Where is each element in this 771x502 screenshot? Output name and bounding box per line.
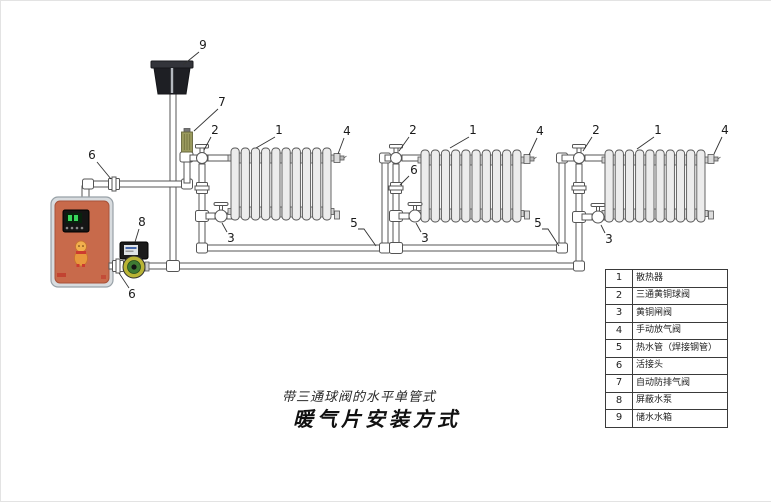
- radiator2-riser-pipe: [381, 160, 389, 249]
- callout-r1-radiator: 1: [275, 123, 283, 137]
- legend-label: 自动防排气阀: [632, 374, 728, 393]
- manual-air-valve-2: [523, 154, 537, 164]
- tee-fitting: [389, 242, 403, 254]
- boiler-logo: [57, 273, 66, 277]
- radiator-plug: [708, 210, 714, 220]
- radiator-plug: [524, 210, 530, 220]
- legend-label: 散热器: [632, 269, 728, 288]
- callout-union-top: 6: [88, 148, 96, 162]
- legend-label: 黄铜闸阀: [632, 304, 728, 323]
- radiator-plug: [334, 210, 340, 220]
- pipe: [561, 154, 575, 162]
- legend-num: 3: [605, 304, 633, 323]
- callout-r3-radiator: 1: [654, 123, 662, 137]
- callout-r2-gate-valve: 3: [421, 231, 429, 245]
- callout-pump: 8: [138, 215, 146, 229]
- callout-r2-radiator: 1: [469, 123, 477, 137]
- legend-label: 屏蔽水泵: [632, 391, 728, 410]
- callout-pipe-right: 5: [534, 216, 542, 230]
- legend-num: 8: [605, 391, 633, 410]
- callout-r1-air-valve: 4: [343, 124, 351, 138]
- three-way-valve-1: [195, 144, 209, 164]
- callout-r2-union: 6: [410, 163, 418, 177]
- circulation-pump: [119, 241, 150, 279]
- legend-num: 6: [605, 356, 633, 375]
- legend-num: 7: [605, 374, 633, 393]
- callout-r3-valve: 2: [592, 123, 600, 137]
- union-joint: [571, 182, 587, 194]
- union-joint-supply: [108, 176, 120, 192]
- pipe: [207, 154, 232, 162]
- callout-r3-air-valve: 4: [721, 123, 729, 137]
- elbow-fitting: [196, 242, 208, 254]
- legend-label: 储水水箱: [632, 409, 728, 428]
- diagram-title: 暖气片安装方式: [293, 407, 461, 431]
- elbow-fitting: [82, 178, 94, 190]
- supply-pipe-horizontal: [85, 180, 189, 188]
- pipe: [581, 213, 593, 221]
- radiator1-drop-pipe: [198, 163, 206, 249]
- legend-label: 三通黄铜球阀: [632, 286, 728, 305]
- boiler-display: [62, 209, 90, 233]
- legend-num: 1: [605, 269, 633, 288]
- gate-valve-3: [590, 203, 606, 224]
- auto-air-vent-valve: [181, 128, 193, 153]
- legend-label: 热水管（焊接钢管）: [632, 339, 728, 358]
- legend-num: 9: [605, 409, 633, 428]
- elbow-fitting: [379, 242, 391, 254]
- tank-riser-pipe: [169, 92, 177, 264]
- callout-r2-valve: 2: [409, 123, 417, 137]
- elbow-fitting: [573, 260, 585, 272]
- water-storage-tank: [150, 60, 194, 95]
- pipe: [398, 212, 410, 220]
- tee-fitting-tank-riser: [166, 260, 180, 272]
- legend-num: 5: [605, 339, 633, 358]
- callout-r2-air-valve: 4: [536, 124, 544, 138]
- return-pipe: [145, 262, 580, 270]
- diagram-subtitle: 带三通球阀的水平单管式: [281, 390, 436, 405]
- boiler: [50, 196, 114, 288]
- pipe: [205, 212, 216, 220]
- legend-label: 手动放气阀: [632, 321, 728, 340]
- callout-r3-gate-valve: 3: [605, 232, 613, 246]
- callout-r1-gate-valve: 3: [227, 231, 235, 245]
- boiler-mascot: [74, 240, 88, 267]
- callout-tank: 9: [199, 38, 207, 52]
- radiator-1: [227, 147, 335, 221]
- callout-labels: 9 6 7 2 1 4 3 5 8 6 2 1 4 6 3 5 2 1 4 3: [88, 38, 729, 301]
- callout-vent: 7: [218, 95, 226, 109]
- radiator-2: [417, 149, 525, 223]
- callout-pipe-left: 5: [350, 216, 358, 230]
- callout-leader-lines: [96, 51, 723, 289]
- radiator3-riser-pipe: [558, 160, 566, 249]
- three-way-valve-2: [389, 144, 403, 164]
- union-joint: [194, 182, 210, 194]
- callout-pump-union: 6: [128, 287, 136, 301]
- boiler-badge: [101, 275, 106, 279]
- legend-num: 2: [605, 286, 633, 305]
- three-way-valve-3: [572, 144, 586, 164]
- radiator-3: [601, 149, 709, 223]
- gate-valve-2: [407, 202, 423, 223]
- manual-air-valve-3: [707, 154, 721, 164]
- legend-num: 4: [605, 321, 633, 340]
- union-joint-pump: [112, 258, 124, 274]
- callout-r1-valve: 2: [211, 123, 219, 137]
- legend-label: 活接头: [632, 356, 728, 375]
- manual-air-valve-1: [333, 153, 347, 163]
- radiator2-drop-pipe: [392, 163, 400, 249]
- gate-valve-1: [213, 202, 229, 223]
